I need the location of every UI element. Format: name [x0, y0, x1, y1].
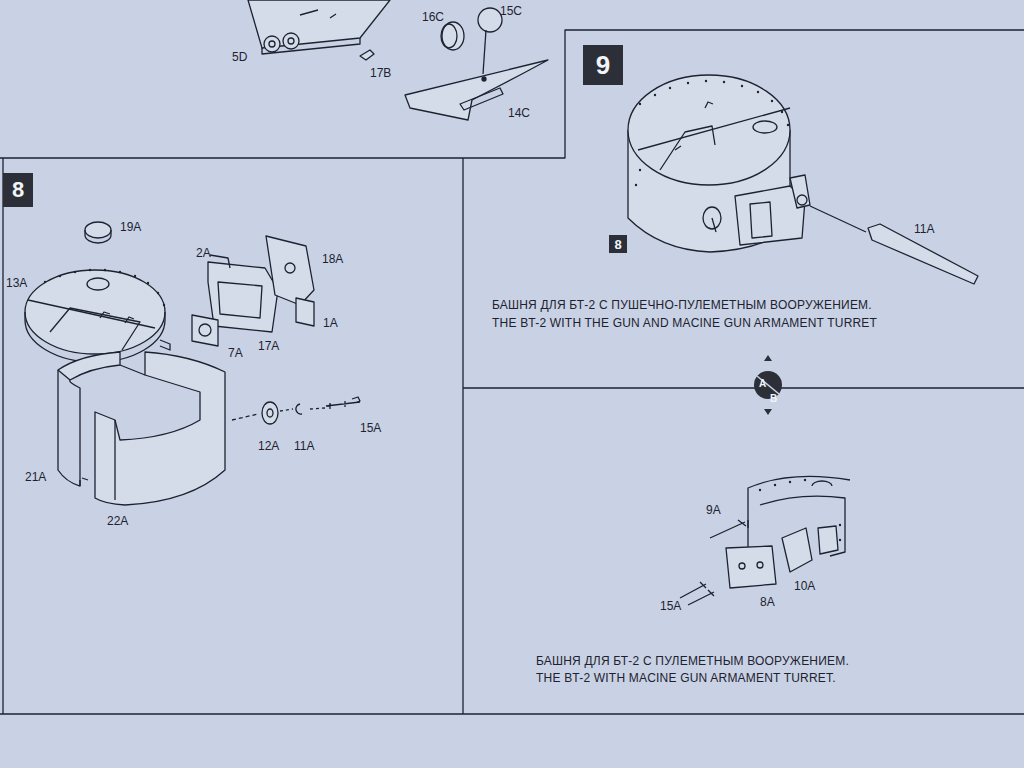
part-disc — [442, 22, 464, 50]
rivet-dots — [635, 80, 789, 186]
panel-border — [2, 158, 3, 714]
panel-border — [463, 387, 1024, 388]
part-number: 21A — [25, 470, 46, 484]
part-number: 18A — [322, 252, 343, 266]
part-number: 13A — [6, 276, 27, 290]
turret-lid — [25, 270, 170, 362]
part-number: 1A — [323, 316, 338, 330]
part-number: 15A — [660, 599, 681, 613]
part-number: 11A — [294, 439, 314, 453]
assembly-line — [310, 408, 325, 409]
part-number: 5D — [232, 50, 247, 64]
part-number: 14C — [508, 106, 530, 120]
part-disc — [441, 24, 457, 48]
part-number: 10A — [794, 579, 815, 593]
turret-partial — [726, 476, 850, 588]
step-reference: 8 — [609, 235, 627, 253]
part-number: 19A — [120, 220, 141, 234]
turret-shell — [58, 352, 225, 505]
part-number: 17B — [370, 66, 391, 80]
leader-line — [483, 30, 486, 74]
caption-text: THE BT-2 WITH THE GUN AND MACINE GUN ARM… — [492, 316, 877, 330]
part-small — [360, 50, 374, 60]
caption-text: THE BT-2 WITH MACINE GUN ARMAMENT TURRET… — [536, 671, 836, 685]
part-wedge — [405, 60, 548, 120]
panel-border — [0, 30, 1024, 158]
part-number: 17A — [258, 339, 279, 353]
part-clip — [296, 404, 302, 414]
rivet-dots — [44, 269, 165, 306]
turret-assembled — [628, 75, 810, 252]
part-number: 8A — [760, 595, 775, 609]
step-digit: 8 — [12, 177, 24, 203]
switch-circle — [754, 371, 782, 399]
panel-border — [462, 158, 463, 714]
part-mg — [680, 582, 714, 605]
variant-letter: B — [770, 394, 777, 404]
part-number: 16C — [422, 10, 444, 24]
variant-letter: A — [759, 379, 766, 389]
part-number: 7A — [228, 346, 243, 360]
part-number: 12A — [258, 439, 279, 453]
switch-symbol — [746, 355, 790, 415]
part-number: 11A — [914, 222, 934, 236]
part-round — [478, 8, 502, 32]
caption-text: БАШНЯ ДЛЯ БТ-2 С ПУШЕЧНО-ПУЛЕМЕТНЫМ ВООР… — [492, 298, 872, 312]
part-number: 15C — [500, 4, 522, 18]
leader-line — [810, 206, 866, 232]
switch-divider — [757, 376, 779, 394]
rivet-dots — [759, 479, 841, 541]
hatch-part — [85, 222, 111, 238]
part-mg — [326, 397, 360, 409]
step-digit: 9 — [596, 50, 610, 81]
assembly-line — [280, 409, 293, 411]
part-plate — [248, 0, 390, 54]
part-number: 22A — [107, 514, 128, 528]
variant-switch: AB — [746, 363, 790, 407]
part-number: 9A — [706, 503, 721, 517]
panel-border — [0, 713, 1024, 714]
assembly-line — [232, 414, 258, 420]
hatch-part — [85, 230, 111, 243]
step-digit: 8 — [614, 237, 621, 252]
mantlet-parts — [192, 236, 314, 346]
caption-text: БАШНЯ ДЛЯ БТ-2 С ПУЛЕМЕТНЫМ ВООРУЖЕНИЕМ. — [536, 654, 849, 668]
part-ring — [262, 402, 278, 424]
part-ring — [267, 409, 273, 417]
step-number: 8 — [3, 173, 33, 207]
part-mg — [710, 520, 748, 538]
part-number: 15A — [360, 421, 381, 435]
part-number: 2A — [196, 246, 211, 260]
step-number: 9 — [583, 45, 623, 85]
